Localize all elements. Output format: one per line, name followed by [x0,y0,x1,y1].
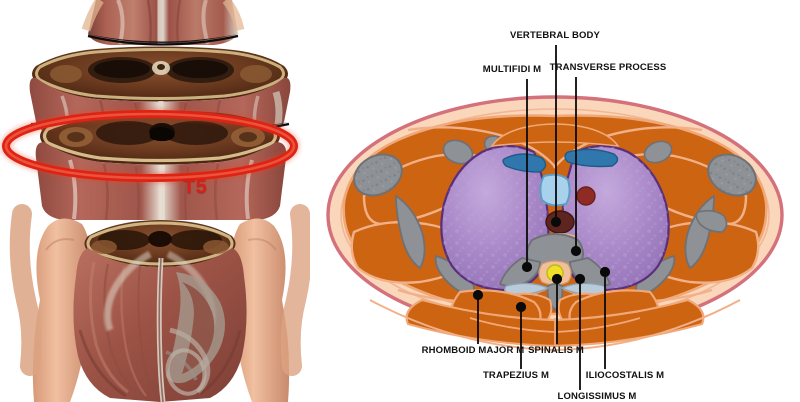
vertebral-level-marker: T5 [183,176,208,198]
upper-back-segment [81,0,245,46]
lumbopelvic-segment [9,204,313,402]
label-iliocostalis: ILIOCOSTALIS M [585,370,665,381]
label-longissimus: LONGISSIMUS M [557,391,637,402]
label-spinalis: SPINALIS M [528,345,584,356]
label-multifidi: MULTIFIDI M [482,64,542,75]
axial-cross-section-svg [310,0,800,402]
right-illustration-panel [310,0,800,402]
cross-section-body [326,95,784,352]
label-vertebral-body: VERTEBRAL BODY [509,30,601,41]
label-trapezius: TRAPEZIUS M [482,370,550,381]
left-illustration-panel [0,0,320,402]
t5-highlight-ellipse [0,108,300,184]
label-rhomboid-major: RHOMBOID MAJOR M [421,345,525,356]
posterior-trunk-svg [0,0,320,402]
label-transverse-process: TRANSVERSE PROCESS [549,62,667,73]
